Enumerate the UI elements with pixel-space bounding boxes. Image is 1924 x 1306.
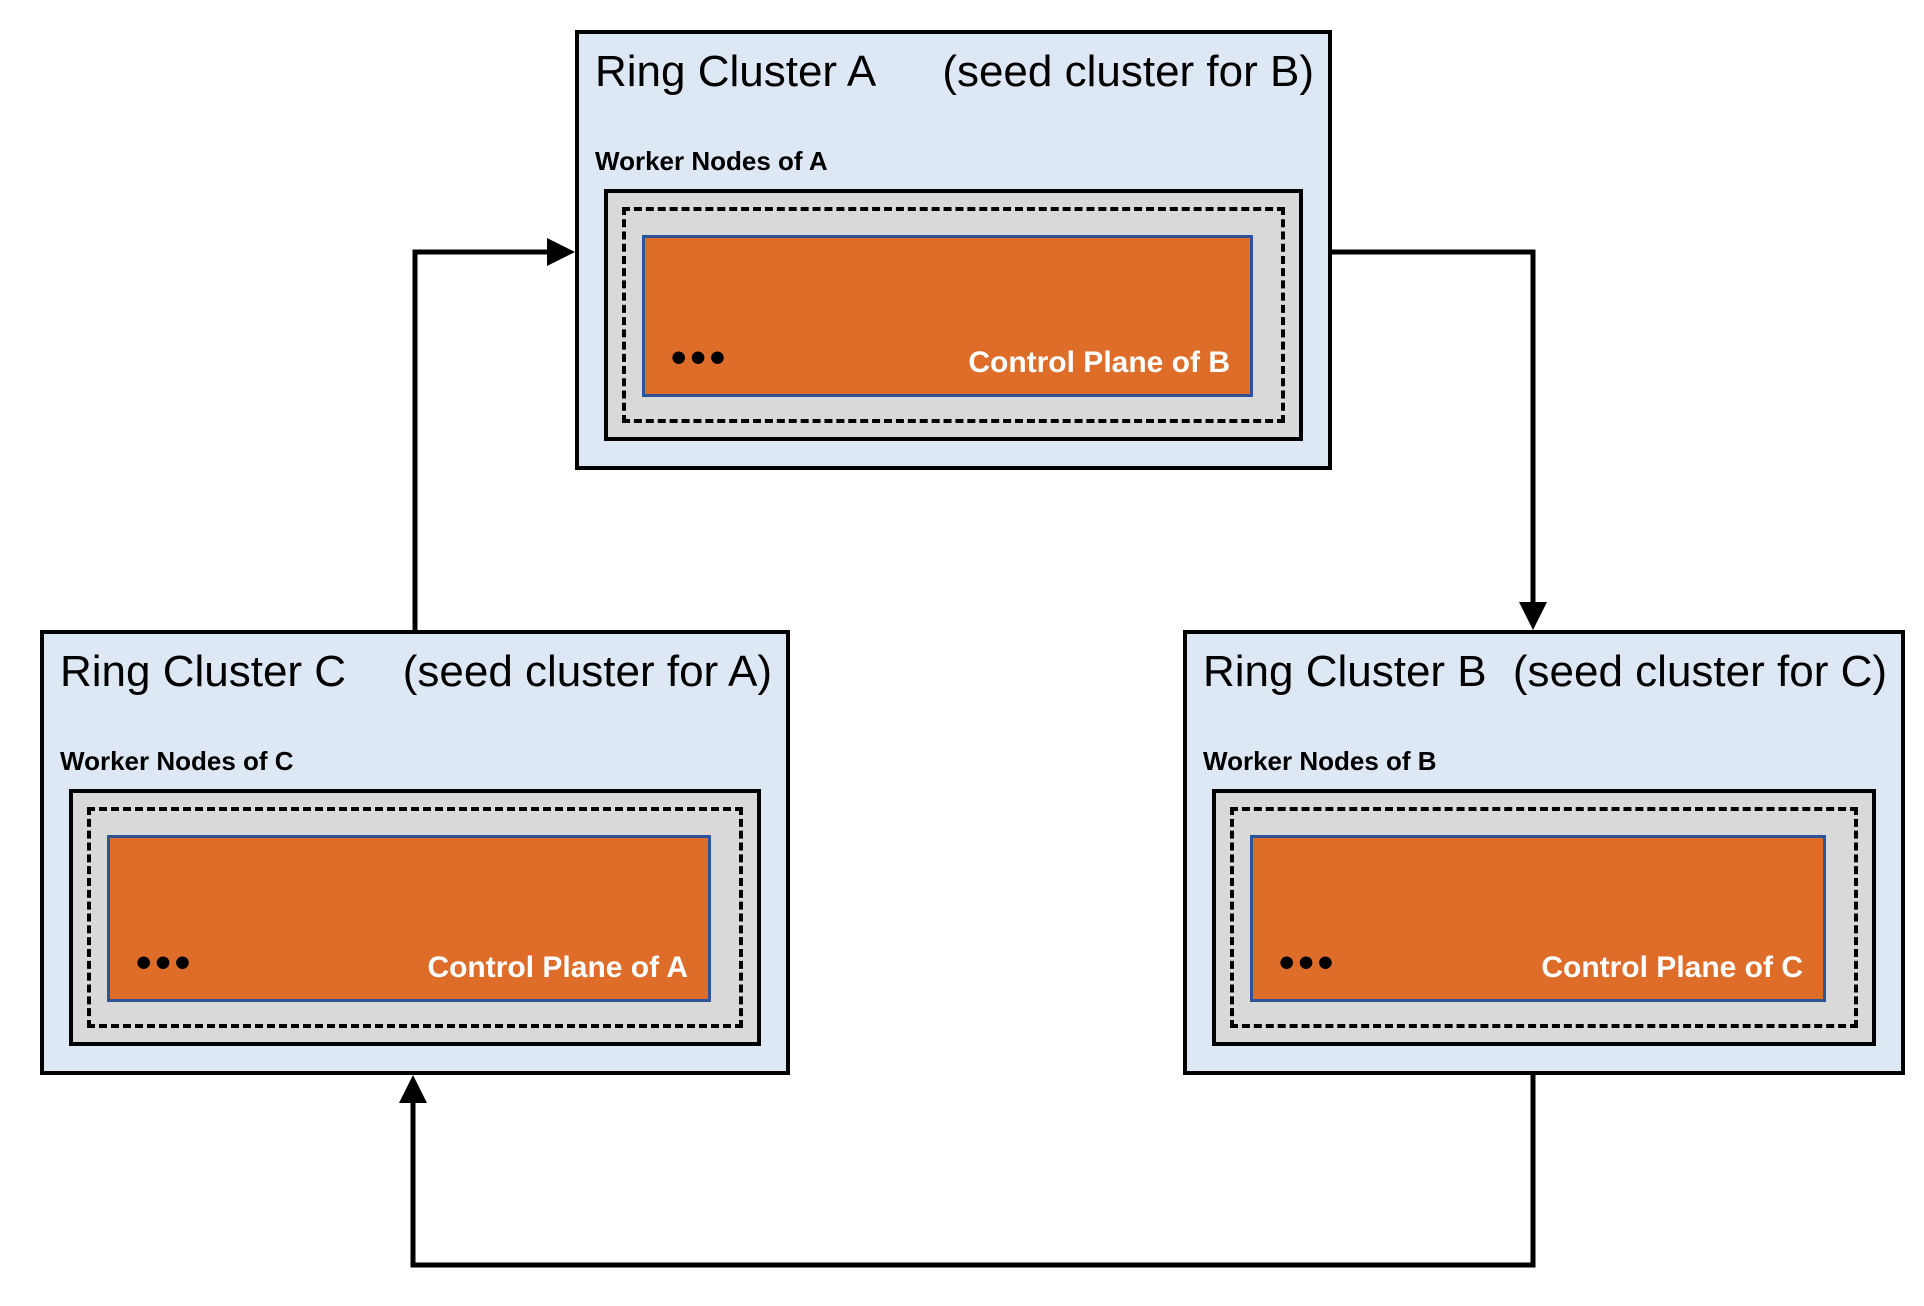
cluster-a-title-row: Ring Cluster A (seed cluster for B) [595,44,1314,99]
cluster-c-title: Ring Cluster C [60,647,347,696]
cluster-b-seed-note: (seed cluster for C) [1512,647,1887,696]
cluster-a-dashed-boundary: ••• Control Plane of B [622,207,1285,423]
cluster-b-box: Ring Cluster B (seed cluster for C) Work… [1183,630,1905,1075]
cluster-c-seed-note: (seed cluster for A) [402,647,772,696]
ellipsis-dots: ••• [136,937,195,987]
arrow-c-to-a [412,238,575,630]
cluster-a-control-plane-label: Control Plane of B [968,346,1230,379]
arrow-b-to-c [399,1075,1536,1268]
cluster-a-worker-nodes-label: Worker Nodes of A [595,146,828,176]
cluster-c-worker-nodes-box: ••• Control Plane of A [69,789,761,1046]
cluster-c-control-plane-label: Control Plane of A [427,951,688,984]
cluster-c-control-plane-box: ••• Control Plane of A [107,835,711,1002]
ellipsis-dots: ••• [671,332,730,382]
cluster-b-control-plane-label: Control Plane of C [1541,951,1803,984]
cluster-a-seed-note: (seed cluster for B) [942,47,1314,96]
cluster-b-dashed-boundary: ••• Control Plane of C [1230,807,1858,1028]
ellipsis-dots: ••• [1279,937,1338,987]
cluster-b-title-row: Ring Cluster B (seed cluster for C) [1203,644,1887,699]
cluster-c-worker-nodes-label: Worker Nodes of C [60,746,294,776]
cluster-a-box: Ring Cluster A (seed cluster for B) Work… [575,30,1332,470]
cluster-b-worker-nodes-label: Worker Nodes of B [1203,746,1437,776]
cluster-a-worker-nodes-box: ••• Control Plane of B [604,189,1303,441]
cluster-c-title-row: Ring Cluster C (seed cluster for A) [60,644,772,699]
arrow-a-to-b [1332,249,1547,630]
cluster-b-title: Ring Cluster B [1203,647,1487,696]
cluster-c-box: Ring Cluster C (seed cluster for A) Work… [40,630,790,1075]
cluster-c-dashed-boundary: ••• Control Plane of A [87,807,743,1028]
cluster-b-worker-nodes-box: ••• Control Plane of C [1212,789,1876,1046]
cluster-a-control-plane-box: ••• Control Plane of B [642,235,1253,397]
cluster-a-title: Ring Cluster A [595,47,877,96]
cluster-b-control-plane-box: ••• Control Plane of C [1250,835,1826,1002]
